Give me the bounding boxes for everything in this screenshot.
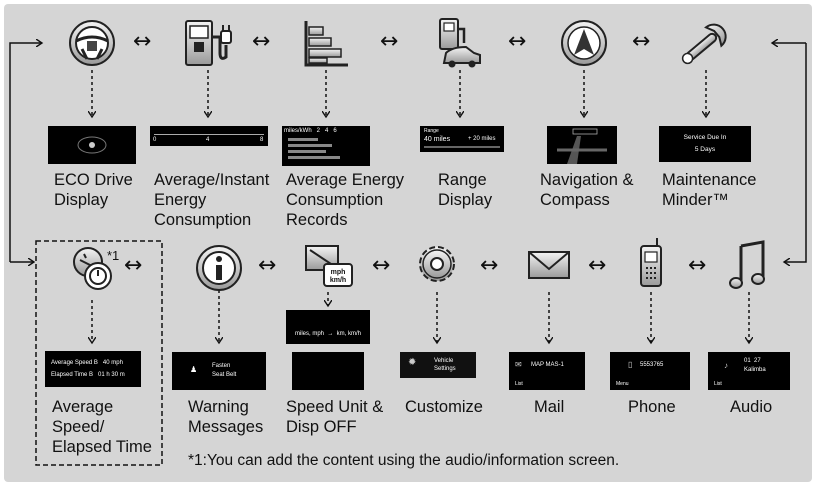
dashed-connectors-row1 — [92, 70, 706, 117]
audio-line3: List — [714, 381, 722, 387]
avg-line2: Elapsed Time B 01 h 30 m — [51, 372, 125, 378]
optional-content-box — [35, 240, 163, 466]
records-bar-4 — [288, 156, 340, 159]
eco-screen-graphic — [77, 136, 107, 154]
arrow-records-range: ↔ — [380, 29, 399, 54]
avg-screen: Average Speed B 40 mph Elapsed Time B 01… — [45, 351, 141, 387]
arrow-range-nav: ↔ — [508, 29, 527, 54]
records-bar-2 — [288, 144, 332, 147]
records-label: Average Energy Consumption Records — [286, 171, 405, 229]
maint-screen: Service Due In 5 Days — [659, 126, 751, 162]
energy-tick-4: 4 — [206, 137, 210, 143]
warn-label: Warning Messages — [188, 398, 264, 436]
arrow-phone-audio: ↔ — [688, 253, 707, 278]
svg-text:km/h: km/h — [330, 277, 346, 284]
arrow-warn-speedunit: ↔ — [258, 253, 277, 278]
steering-wheel-icon — [69, 20, 115, 66]
records-screen: miles/kWh 2 4 6 — [282, 126, 370, 166]
customize-label: Customize — [405, 398, 483, 416]
music-icon — [729, 240, 765, 289]
energy-tick-0: 0 — [153, 137, 157, 143]
mail-screen: ✉ MAP MAS-1 List — [509, 352, 585, 390]
phone-line2: Menu — [616, 381, 629, 387]
warn-line1: Fasten — [212, 363, 231, 369]
audio-line2: Kalimba — [744, 367, 766, 373]
diagram-background — [4, 4, 812, 482]
bar-chart-icon — [304, 21, 348, 67]
wrench-icon — [681, 23, 727, 65]
footnote-mark: *1 — [107, 248, 120, 263]
range-label: Range Display — [438, 171, 493, 209]
phone-icon — [640, 238, 662, 287]
audio-line1: 01 27 — [744, 358, 761, 364]
mail-label: Mail — [534, 398, 565, 416]
arrow-speedunit-customize: ↔ — [372, 253, 391, 278]
energy-tick-8: 8 — [260, 137, 264, 143]
records-header: miles/kWh 2 4 6 — [284, 128, 337, 134]
range-screen: Range 40 miles + 20 miles — [420, 126, 504, 152]
range-main-value: 40 miles — [424, 136, 451, 143]
arrow-mail-phone: ↔ — [588, 253, 607, 278]
phone-screen: ▯ 5553765 Menu — [610, 352, 690, 390]
audio-label: Audio — [730, 398, 773, 416]
warn-screen: Fasten Seat Belt ♟ — [172, 352, 266, 390]
mail-line2: List — [515, 381, 523, 387]
avg-line1: Average Speed B 40 mph — [51, 360, 123, 366]
speed-unit-icon: mph km/h — [305, 245, 353, 287]
mail-small-icon: ✉ — [515, 360, 522, 369]
loop-connector-right — [772, 43, 807, 262]
maint-label: Maintenance Minder™ — [662, 171, 757, 209]
warn-line2: Seat Belt — [212, 372, 237, 378]
mail-line1: MAP MAS-1 — [531, 362, 564, 368]
loop-connector-left — [9, 43, 42, 262]
nav-label: Navigation & Compass — [540, 171, 634, 209]
phone-small-icon: ▯ — [628, 360, 633, 369]
customize-screen: ✹ Vehicle Settings — [400, 352, 476, 378]
info-icon — [196, 245, 242, 291]
customize-line1: Vehicle — [434, 358, 454, 364]
audio-screen: ♪ 01 27 Kalimba List — [708, 352, 790, 390]
range-bar — [424, 146, 500, 148]
nav-screen — [547, 126, 617, 164]
settings-gear-icon: ✹ — [408, 357, 417, 368]
arrow-nav-maint: ↔ — [632, 29, 651, 54]
avg-label: Average Speed/ Elapsed Time — [52, 398, 152, 456]
range-plus-value: + 20 miles — [468, 136, 496, 142]
range-small-label: Range — [424, 128, 439, 134]
mail-icon — [528, 251, 570, 279]
eco-label: ECO Drive Display — [54, 171, 133, 209]
energy-label: Average/Instant Energy Consumption — [154, 171, 270, 229]
arrow-eco-energy: ↔ — [133, 29, 152, 54]
speedunit-label: Speed Unit & Disp OFF — [286, 398, 384, 436]
speedunit-caption-screen: miles, mph → km, km/h — [286, 310, 370, 344]
gear-icon — [419, 246, 455, 282]
dashed-connectors-row2 — [92, 290, 749, 343]
seatbelt-icon: ♟ — [190, 365, 198, 374]
energy-bar — [154, 134, 264, 135]
eco-screen — [48, 126, 136, 164]
customize-line2: Settings — [434, 366, 456, 372]
maint-line1: Service Due In — [683, 134, 727, 141]
energy-screen: 0 4 8 — [150, 126, 268, 146]
speedunit-off-screen — [292, 352, 364, 390]
audio-small-icon: ♪ — [724, 361, 728, 370]
records-bar-1 — [288, 138, 318, 141]
phone-line1: 5553765 — [640, 362, 664, 368]
phone-label: Phone — [628, 398, 676, 416]
arrow-avg-warn: ↔ — [124, 253, 143, 278]
svg-text:mph: mph — [331, 269, 346, 276]
arrow-customize-mail: ↔ — [480, 253, 499, 278]
speedunit-caption: miles, mph → km, km/h — [294, 331, 361, 337]
speed-timer-icon — [73, 247, 112, 290]
maint-line2: 5 Days — [694, 146, 716, 153]
fuel-car-icon — [439, 18, 481, 68]
fuel-plug-icon — [185, 20, 232, 66]
compass-icon — [561, 20, 607, 66]
records-bar-3 — [288, 150, 326, 153]
footnote: *1:You can add the content using the aud… — [188, 452, 620, 469]
arrow-energy-records: ↔ — [252, 29, 271, 54]
nav-screen-graphic — [557, 128, 607, 164]
